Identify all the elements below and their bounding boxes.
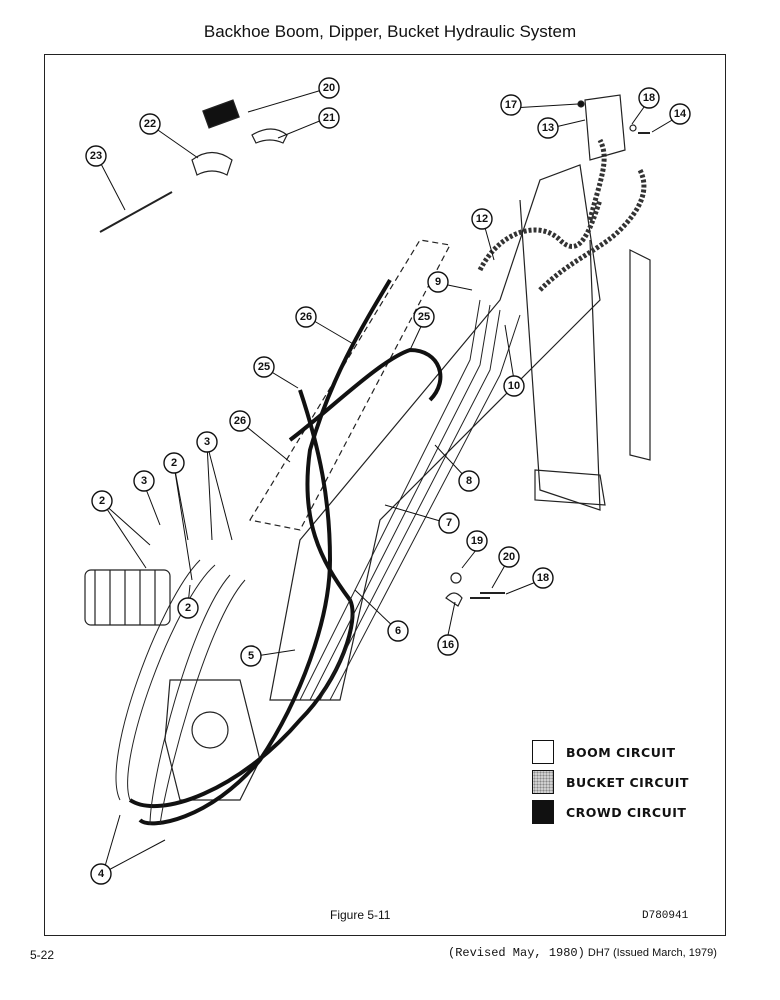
legend-boom: BOOM CIRCUIT	[532, 738, 712, 766]
svg-text:14: 14	[674, 108, 687, 120]
svg-text:18: 18	[643, 92, 655, 104]
small-hardware	[99, 94, 650, 607]
callout-2c: 2	[177, 597, 199, 619]
callout-18: 18	[532, 567, 554, 589]
callout-19: 19	[466, 530, 488, 552]
svg-text:9: 9	[435, 276, 441, 288]
svg-text:6: 6	[395, 625, 401, 637]
callout-21: 20	[318, 77, 340, 99]
svg-text:4: 4	[98, 868, 105, 880]
callout-26a: 26	[295, 306, 317, 328]
svg-text:17: 17	[505, 99, 517, 111]
callout-2b: 2	[163, 452, 185, 474]
callout-25a: 25	[413, 306, 435, 328]
svg-text:22: 22	[144, 118, 156, 130]
svg-text:20: 20	[323, 82, 335, 94]
figure-caption: Figure 5-11	[330, 908, 391, 922]
legend-crowd: CROWD CIRCUIT	[532, 798, 712, 826]
callout-4: 4	[90, 863, 112, 885]
callout-22: 21	[318, 107, 340, 129]
callout-8: 8	[458, 470, 480, 492]
svg-text:25: 25	[258, 361, 270, 373]
drawing-number: D780941	[642, 910, 689, 922]
boom-circuit-lines	[115, 299, 521, 826]
svg-text:23: 23	[90, 150, 102, 162]
bucket-circuit-hoses	[477, 138, 647, 292]
callout-5: 5	[240, 645, 262, 667]
svg-text:20: 20	[503, 551, 515, 563]
callout-13: 13	[537, 117, 559, 139]
callout-16: 18	[638, 87, 660, 109]
svg-text:8: 8	[466, 475, 472, 487]
revision-footer: (Revised May, 1980) DH7 (Issued March, 1…	[448, 946, 717, 960]
callout-23: 22	[139, 113, 161, 135]
boom-outline	[249, 164, 651, 701]
svg-text:19: 19	[471, 535, 483, 547]
revision-note: (Revised May, 1980)	[448, 946, 585, 960]
svg-text:25: 25	[418, 311, 430, 323]
svg-text:26: 26	[234, 415, 246, 427]
svg-text:16: 16	[442, 639, 454, 651]
legend-boom-label: BOOM CIRCUIT	[566, 744, 676, 760]
svg-text:2: 2	[171, 457, 177, 469]
circuit-legend: BOOM CIRCUIT BUCKET CIRCUIT CROWD CIRCUI…	[532, 738, 712, 828]
crowd-circuit-hoses	[128, 278, 443, 826]
callout-24: 23	[85, 145, 107, 167]
page-title: Backhoe Boom, Dipper, Bucket Hydraulic S…	[203, 22, 577, 41]
svg-text:3: 3	[204, 436, 210, 448]
svg-text:18: 18	[537, 572, 549, 584]
svg-text:7: 7	[446, 517, 452, 529]
legend-bucket-label: BUCKET CIRCUIT	[566, 774, 689, 790]
svg-text:3: 3	[141, 475, 147, 487]
callout-12: 12	[471, 208, 493, 230]
callout-9: 9	[427, 271, 449, 293]
callout-15: 17	[500, 94, 522, 116]
callout-17: 16	[437, 634, 459, 656]
callout-20: 20	[498, 546, 520, 568]
crowd-swatch	[532, 800, 554, 824]
svg-text:10: 10	[508, 380, 520, 392]
svg-text:2: 2	[99, 495, 105, 507]
svg-text:12: 12	[476, 213, 488, 225]
page-number: 5-22	[30, 948, 55, 962]
svg-text:5: 5	[248, 650, 254, 662]
legend-bucket: BUCKET CIRCUIT	[532, 768, 712, 796]
callout-3a: 3	[133, 470, 155, 492]
callout-10: 10	[503, 375, 525, 397]
legend-crowd-label: CROWD CIRCUIT	[566, 804, 687, 820]
callout-14: 14	[669, 103, 691, 125]
svg-text:2: 2	[185, 602, 191, 614]
svg-text:13: 13	[542, 122, 554, 134]
bucket-swatch	[532, 770, 554, 794]
callout-2a: 2	[91, 490, 113, 512]
callout-3b: 3	[196, 431, 218, 453]
callout-6: 6	[387, 620, 409, 642]
svg-text:21: 21	[323, 112, 335, 124]
boom-swatch	[532, 740, 554, 764]
issue-note: DH7 (Issued March, 1979)	[587, 947, 717, 959]
callout-7: 7	[438, 512, 460, 534]
figure-frame	[44, 54, 726, 936]
callout-26b: 26	[229, 410, 251, 432]
svg-text:26: 26	[300, 311, 312, 323]
boom-base	[164, 679, 261, 801]
control-valve-bank	[84, 569, 171, 626]
callout-25b: 25	[253, 356, 275, 378]
